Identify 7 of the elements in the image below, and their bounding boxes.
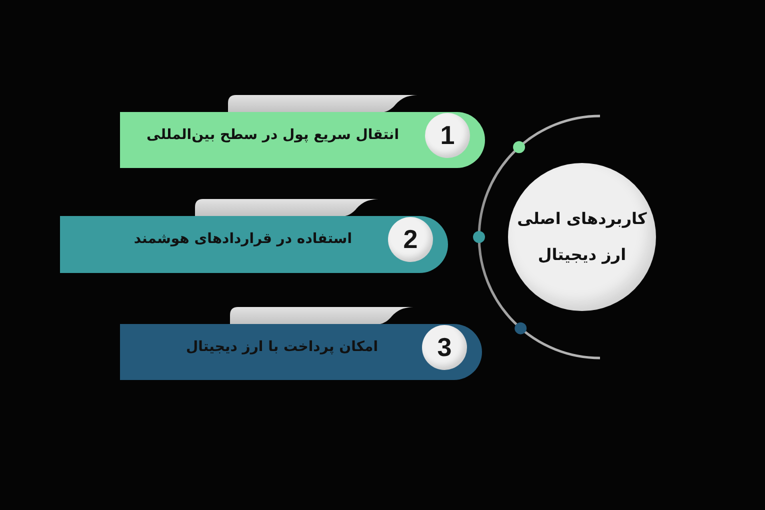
- pill-banner: [120, 324, 482, 380]
- topic-text: کاربردهای اصلی ارز دیجیتال: [517, 208, 647, 266]
- pill-banner: [120, 112, 485, 168]
- pill-banner: [60, 216, 448, 273]
- item-text: استفاده در قراردادهای هوشمند: [134, 230, 352, 248]
- item-text: انتقال سریع پول در سطح بین‌المللی: [146, 126, 399, 144]
- item-text: امکان پرداخت با ارز دیجیتال: [186, 338, 378, 356]
